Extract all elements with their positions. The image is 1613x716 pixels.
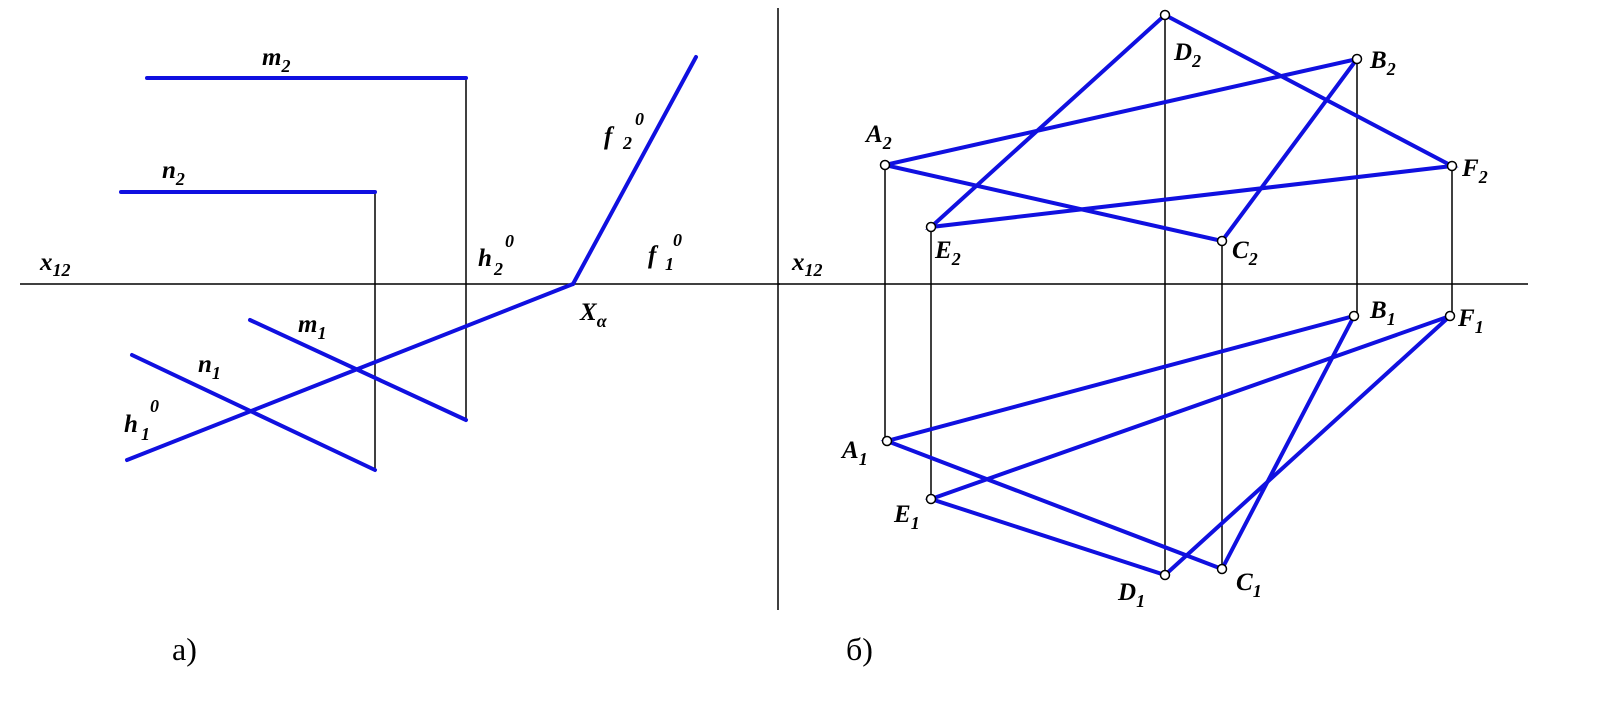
point-a1: [881, 435, 893, 447]
trace-h1: [125, 282, 575, 462]
triangle-abc-1: [880, 312, 1358, 572]
label-d2: D2: [1173, 39, 1201, 71]
triangle-abc-2: [884, 55, 1362, 244]
label-a2: A2: [864, 121, 892, 153]
point-c1: [1216, 563, 1228, 575]
label-m1: m1: [298, 311, 326, 343]
label-x12-b: x12: [791, 249, 823, 280]
label-h2: h: [478, 245, 492, 272]
caption-b: б): [846, 631, 873, 667]
point-d2: [1159, 9, 1171, 21]
label-n2: n2: [162, 157, 185, 189]
label-a1: A1: [840, 437, 868, 469]
label-f2-sub: 2: [622, 133, 632, 153]
point-f2: [1446, 160, 1458, 172]
label-h1-sup: 0: [150, 396, 159, 416]
label-h1: h: [124, 411, 138, 438]
point-a2: [879, 159, 891, 171]
label-f2: f: [604, 123, 615, 150]
point-e1: [925, 493, 937, 505]
label-n1: n1: [198, 351, 221, 383]
label-x-alpha: Xα: [579, 299, 608, 331]
label-f2-point: F2: [1461, 155, 1488, 187]
point-b1: [1348, 310, 1360, 322]
label-x12-a: x12: [39, 249, 71, 280]
caption-a: а): [172, 631, 197, 667]
label-e1: E1: [893, 501, 920, 533]
triangle-def-2: [925, 12, 1459, 230]
trace-f2: [571, 55, 698, 286]
label-f1-point: F1: [1457, 305, 1484, 337]
point-e2: [925, 221, 937, 233]
panel-b: A2 B2 C2 D2 E2 F2 A1 B1 C1 D1 E1 F1 x12 …: [778, 9, 1528, 667]
label-b2: B2: [1369, 47, 1396, 79]
label-c2: C2: [1232, 237, 1258, 269]
label-m2: m2: [262, 44, 290, 76]
label-h1-sub: 1: [141, 424, 150, 444]
label-f1-sub: 1: [665, 254, 674, 274]
label-h2-sup: 0: [505, 231, 514, 251]
label-d1: D1: [1117, 579, 1145, 611]
label-e2: E2: [934, 237, 961, 269]
point-f1: [1444, 310, 1456, 322]
point-c2: [1216, 235, 1228, 247]
point-d1: [1159, 569, 1171, 581]
label-h2-sub: 2: [493, 259, 503, 279]
panel-a: m2 n2 m1 n1 x12 h 0 2 h 0 1 f 0 2 f 0 1 …: [20, 44, 780, 667]
point-b2: [1351, 53, 1363, 65]
label-b1: B1: [1369, 297, 1396, 329]
label-f1: f: [648, 242, 659, 269]
label-f1-sup: 0: [673, 230, 682, 250]
label-f2-sup: 0: [635, 109, 644, 129]
line-n1: [130, 353, 377, 472]
label-c1: C1: [1236, 569, 1262, 601]
triangle-def-1: [924, 314, 1452, 578]
